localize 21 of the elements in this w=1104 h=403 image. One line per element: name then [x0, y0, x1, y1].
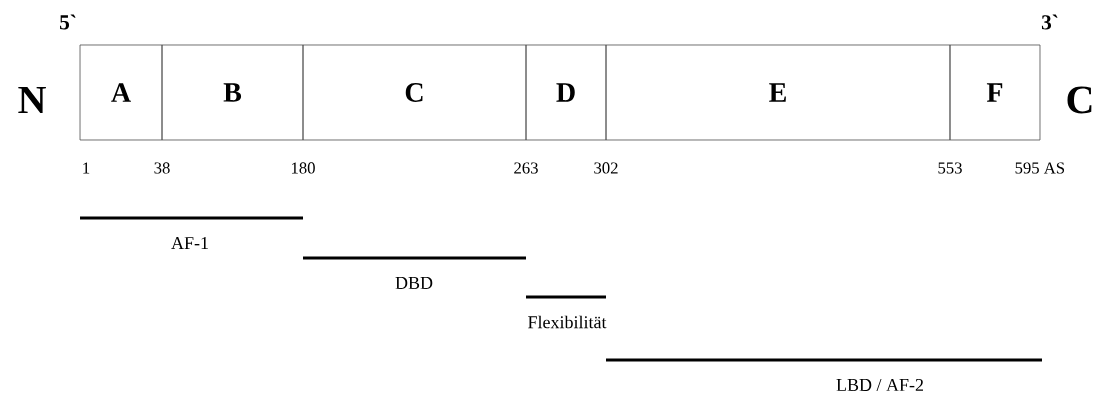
domain-box: E: [605, 44, 951, 141]
position-number: 553: [938, 162, 962, 174]
position-number: 302: [594, 162, 618, 174]
terminus-label: C: [1067, 86, 1092, 114]
domain-box: C: [302, 44, 527, 141]
region-label: Flexibilität: [528, 315, 607, 329]
region-label: AF-1: [171, 237, 208, 249]
position-number: 1: [83, 162, 90, 174]
position-number: 180: [291, 162, 315, 174]
strand-end-label: 3`: [1041, 14, 1058, 30]
terminus-label: N: [18, 86, 46, 114]
position-number: 595 AS: [1015, 162, 1065, 174]
domain-box: D: [525, 44, 607, 141]
domain-box: F: [949, 44, 1041, 141]
region-label: LBD / AF-2: [836, 378, 923, 392]
region-label: DBD: [395, 277, 433, 289]
strand-end-label: 5`: [60, 14, 76, 30]
domain-box: A: [79, 44, 163, 141]
domain-box: B: [161, 44, 304, 141]
position-number: 38: [154, 162, 170, 174]
position-number: 263: [514, 162, 538, 174]
